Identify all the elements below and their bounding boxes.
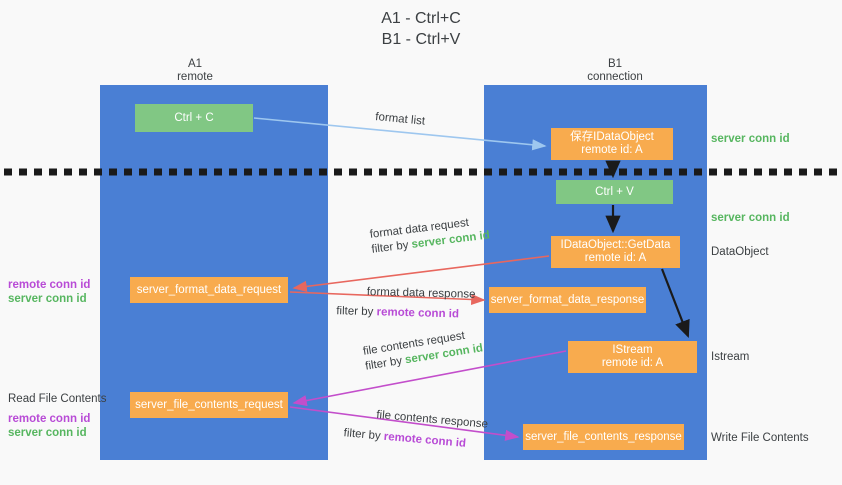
box-server-format-data-response[interactable]: server_format_data_response	[489, 287, 646, 313]
label-read-file-contents: Read File Contents	[8, 393, 107, 405]
label-conn-ids-format: remote conn id server conn id	[8, 278, 90, 306]
box-server-format-data-request[interactable]: server_format_data_request	[130, 277, 288, 303]
column-caption-a1: A1 remote	[177, 58, 213, 83]
connector-label-text: file contents response	[375, 408, 489, 431]
label-conn-ids-file: remote conn id server conn id	[8, 412, 90, 440]
connector-label-text: format data response	[366, 285, 476, 301]
label-remote-conn-id: remote conn id	[8, 413, 91, 425]
connector-label-format-data-response: format data response filter by remote co…	[336, 285, 476, 323]
label-server-conn-id: server conn id	[8, 293, 87, 305]
label-remote-conn-id: remote conn id	[8, 279, 91, 291]
label-istream: Istream	[711, 351, 750, 363]
label-dataobject: DataObject	[711, 246, 769, 258]
box-istream[interactable]: IStream remote id: A	[568, 341, 697, 373]
filter-value: remote conn id	[383, 430, 467, 450]
connector-label-format-list: format list	[374, 110, 426, 128]
connector-filter-line: filter by remote conn id	[336, 304, 475, 323]
filter-prefix: filter by	[336, 305, 377, 319]
box-server-file-contents-response[interactable]: server_file_contents_response	[523, 424, 684, 450]
connector-label-format-data-request: format data request filter by server con…	[369, 214, 491, 258]
box-idataobject-getdata[interactable]: IDataObject::GetData remote id: A	[551, 236, 680, 268]
filter-prefix: filter by	[370, 238, 413, 256]
box-ctrl-c[interactable]: Ctrl + C	[135, 104, 253, 132]
box-ctrl-v[interactable]: Ctrl + V	[556, 180, 673, 204]
label-server-conn-id: server conn id	[8, 427, 87, 439]
page-title: A1 - Ctrl+C B1 - Ctrl+V	[381, 10, 461, 48]
connector-label-file-contents-response: file contents response filter by remote …	[343, 408, 489, 454]
label-server-conn-id-top: server conn id	[711, 133, 790, 145]
column-caption-b1: B1 connection	[587, 58, 643, 83]
filter-prefix: filter by	[343, 427, 385, 443]
label-server-conn-id-mid: server conn id	[711, 212, 790, 224]
box-server-file-contents-request[interactable]: server_file_contents_request	[130, 392, 288, 418]
box-idataobject[interactable]: 保存IDataObject remote id: A	[551, 128, 673, 160]
connector-label-file-contents-request: file contents request filter by server c…	[362, 326, 484, 374]
filter-value: remote conn id	[376, 306, 460, 321]
label-write-file-contents: Write File Contents	[711, 432, 809, 444]
